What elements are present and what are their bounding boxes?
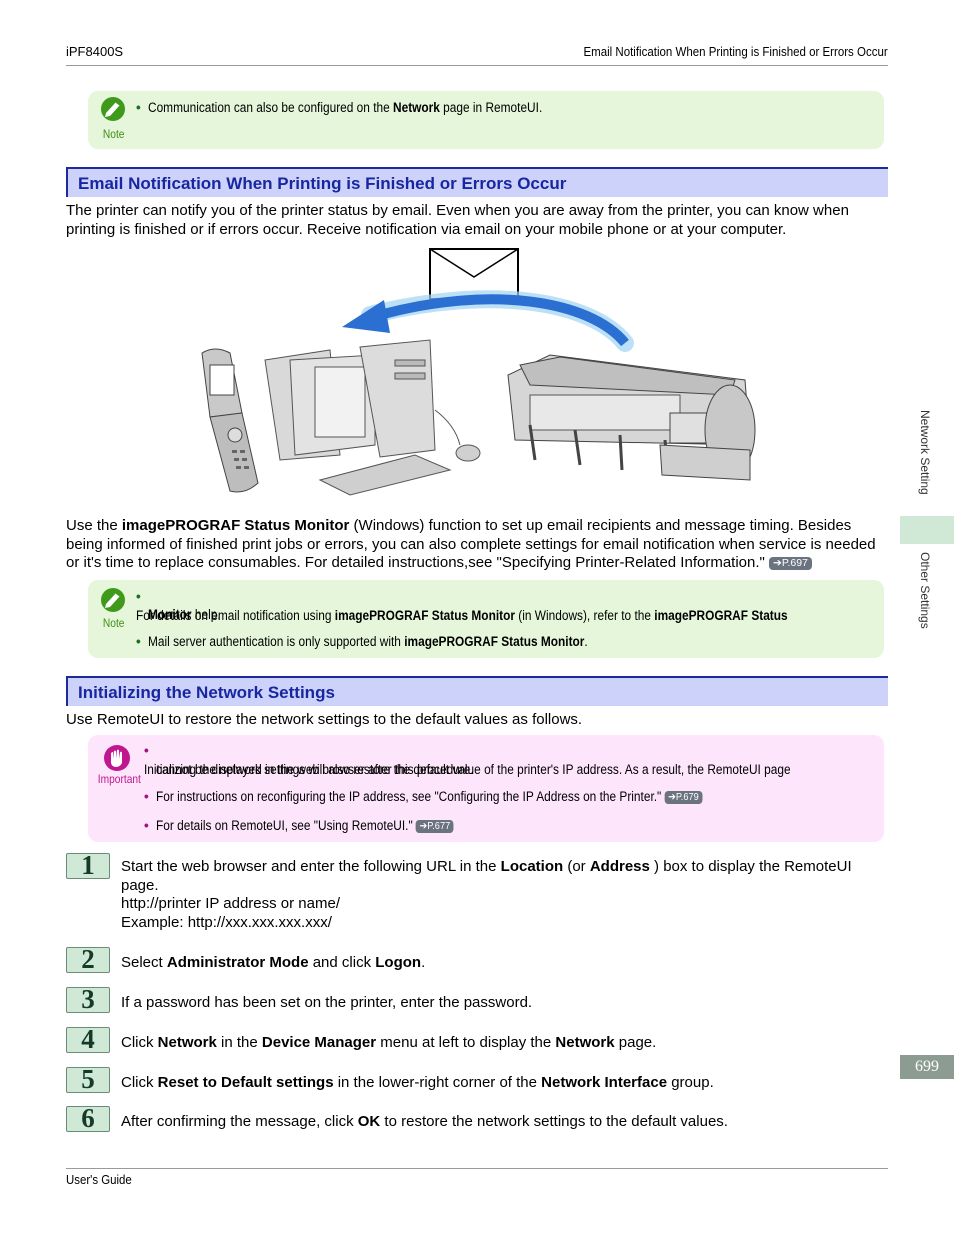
header-divider — [66, 65, 888, 66]
step-number-2: 2 — [66, 944, 110, 974]
note-box-1: Note •Communication can also be configur… — [88, 91, 884, 149]
computer-icon — [264, 339, 481, 496]
header-section-title: Email Notification When Printing is Fini… — [583, 45, 888, 59]
section-1-intro: The printer can notify you of the printe… — [66, 202, 849, 238]
sidebar-tab-other-settings[interactable]: Other Settings — [918, 552, 932, 629]
step-6-text: After confirming the message, click OK t… — [121, 1113, 728, 1130]
sidebar-active-marker — [900, 516, 954, 544]
important-label: Important — [97, 772, 141, 786]
note-box-2: Note •For details on email notification … — [88, 580, 884, 658]
important-item-3: •For details on RemoteUI, see "Using Rem… — [144, 816, 494, 835]
page-reference-link[interactable]: ➔P.679 — [664, 791, 703, 804]
section-2-intro: Use RemoteUI to restore the network sett… — [66, 711, 583, 728]
header-model: iPF8400S — [66, 44, 124, 59]
section-heading-initializing: Initializing the Network Settings — [66, 676, 888, 706]
step-number-4: 4 — [66, 1024, 110, 1054]
mobile-phone-icon — [201, 348, 259, 493]
step-number-5: 5 — [66, 1064, 110, 1094]
note-1-item: •Communication can also be configured on… — [136, 100, 543, 115]
step-number-1: 1 — [66, 850, 110, 880]
step-number-3: 3 — [66, 984, 110, 1014]
footer-text: User's Guide — [66, 1172, 132, 1187]
step-2-text: Select Administrator Mode and click Logo… — [121, 954, 426, 971]
important-item-1: •Initializing the network settings will … — [144, 743, 791, 777]
note-icon — [88, 586, 138, 619]
page-reference-link[interactable]: ➔P.697 — [769, 557, 812, 570]
note-2-item-1-cont: Monitor help. — [148, 607, 221, 622]
page-number: 699 — [900, 1055, 954, 1079]
step-1-text: Start the web browser and enter the foll… — [121, 858, 852, 931]
sidebar-tab-network-setting[interactable]: Network Setting — [918, 410, 932, 495]
important-box: Important •Initializing the network sett… — [88, 735, 884, 842]
note-label: Note — [102, 127, 125, 141]
page-reference-link[interactable]: ➔P.677 — [415, 820, 454, 833]
arrow-icon — [342, 290, 634, 352]
email-notification-illustration — [201, 248, 756, 496]
important-icon — [102, 743, 132, 778]
note-2-item-1: •For details on email notification using… — [136, 589, 788, 623]
note-icon — [88, 95, 138, 128]
section-1-paragraph: Use the imagePROGRAF Status Monitor (Win… — [66, 517, 876, 571]
step-number-6: 6 — [66, 1103, 110, 1133]
footer-divider — [66, 1168, 888, 1169]
printer-icon — [507, 354, 756, 481]
step-3-text: If a password has been set on the printe… — [121, 994, 533, 1011]
section-heading-email-notification: Email Notification When Printing is Fini… — [66, 167, 888, 197]
note-2-item-2: •Mail server authentication is only supp… — [136, 634, 588, 649]
important-item-1-cont: cannot be displayed in the web browser a… — [156, 762, 474, 777]
important-item-2: •For instructions on reconfiguring the I… — [144, 787, 777, 806]
step-5-text: Click Reset to Default settings in the l… — [121, 1074, 714, 1091]
step-4-text: Click Network in the Device Manager menu… — [121, 1034, 657, 1051]
note-label: Note — [102, 616, 125, 630]
